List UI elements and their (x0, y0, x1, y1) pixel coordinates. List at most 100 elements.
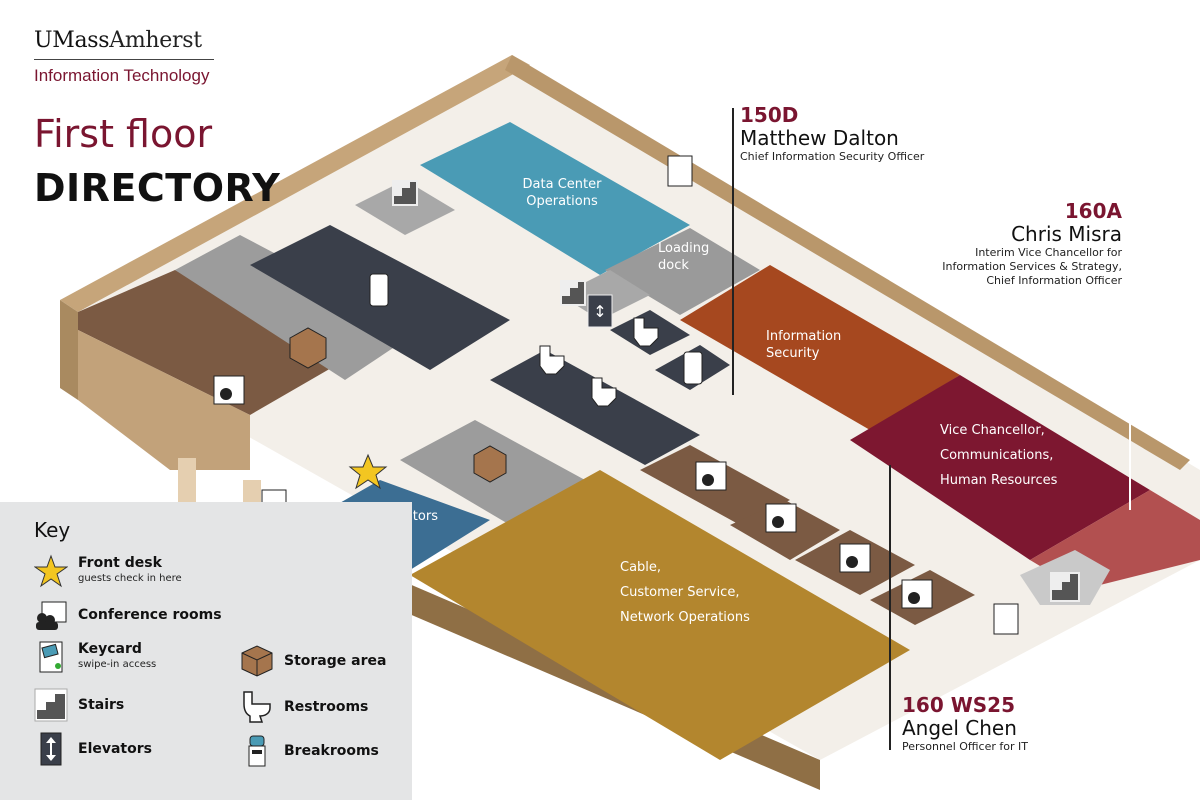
callout-160ws25-room: 160 WS25 (902, 693, 1016, 717)
outer-wall-north (60, 55, 530, 312)
legend-label-front-desk: Front desk guests check in here (78, 556, 182, 586)
legend-item-conference: Conference rooms (34, 598, 222, 632)
label-cable-line3: Network Operations (620, 610, 750, 625)
storage-box-icon (473, 445, 507, 483)
room-data-center (420, 122, 690, 275)
legend-label-breakrooms: Breakrooms (284, 742, 379, 759)
conference-room-icon (36, 601, 67, 630)
legend-label-keycard: Keycard swipe-in access (78, 642, 156, 672)
outer-wall-west (60, 300, 78, 400)
stairs-icon (34, 688, 68, 722)
legend-label-conference: Conference rooms (78, 606, 222, 623)
legend-item-restrooms: Restrooms (240, 690, 368, 724)
brand-name-part2: Amherst (109, 28, 202, 53)
room-west-conference (78, 270, 345, 415)
toilet-icon (633, 317, 659, 347)
label-cable-line1: Cable, (620, 560, 662, 575)
svg-text:↕: ↕ (593, 302, 606, 321)
water-cooler-icon (683, 351, 703, 385)
storage-box-icon (241, 645, 273, 677)
brand-block: UMassAmherst Information Technology (34, 28, 214, 86)
conference-room-icon (213, 375, 245, 405)
label-data-center-line2: Operations (526, 194, 598, 209)
label-vice-chancellor-line2: Communications, (940, 448, 1054, 463)
label-data-center-line1: Data Center (522, 177, 602, 192)
legend-label-storage: Storage area (284, 652, 387, 669)
legend-front-desk-sub: guests check in here (78, 573, 182, 584)
legend-item-storage: Storage area (240, 644, 386, 678)
brand-subtitle: Information Technology (34, 66, 210, 85)
keycard-icon (667, 155, 693, 187)
room-cable (410, 470, 910, 760)
legend-item-elevators: Elevators (34, 732, 152, 766)
room-west-tan (78, 330, 250, 470)
stairs-icon (560, 280, 586, 306)
label-loading-dock-line2: dock (658, 258, 689, 273)
room-gray-storage (175, 235, 420, 380)
legend-item-breakrooms: Breakrooms (240, 734, 379, 768)
front-desk-star-icon (348, 453, 388, 490)
legend-keycard-sub: swipe-in access (78, 659, 157, 670)
legend-front-desk-text: Front desk (78, 555, 162, 571)
label-information-security: Information Security (766, 328, 841, 362)
legend-keycard-text: Keycard (78, 641, 142, 657)
legend-title: Key (34, 518, 71, 542)
label-information-security-line1: Information (766, 329, 842, 344)
label-loading-dock: Loading dock (658, 240, 709, 274)
water-cooler-icon (248, 735, 266, 767)
room-vice-chancellor (850, 375, 1150, 560)
callout-160ws25-person: Angel Chen (902, 716, 1017, 740)
label-cable-line2: Customer Service, (620, 585, 740, 600)
brand-name: UMassAmherst (34, 28, 214, 53)
label-cable: Cable, Customer Service, Network Operati… (620, 555, 750, 630)
elevator-icon: ↕ (587, 294, 613, 328)
conference-room-icon (901, 579, 933, 609)
legend-item-front-desk: Front desk guests check in here (34, 554, 182, 588)
toilet-icon (243, 691, 271, 723)
callout-160a-person: Chris Misra (1011, 222, 1122, 246)
label-data-center: Data Center Operations (512, 176, 612, 210)
toilet-icon (591, 377, 617, 407)
star-icon (34, 554, 68, 588)
label-vice-chancellor-line1: Vice Chancellor, (940, 423, 1045, 438)
callout-150d-room: 150D (740, 103, 799, 127)
callout-160a: 160A Chris Misra Interim Vice Chancellor… (940, 200, 1122, 288)
callout-160ws25: 160 WS25 Angel Chen Personnel Officer fo… (902, 694, 1028, 754)
stairs-icon (392, 180, 418, 206)
legend-label-elevators: Elevators (78, 740, 152, 757)
label-information-security-line2: Security (766, 346, 820, 361)
callout-160a-room: 160A (1064, 199, 1122, 223)
toilet-icon (539, 345, 565, 375)
label-vice-chancellor-line3: Human Resources (940, 473, 1058, 488)
page-title-line2: DIRECTORY (34, 166, 281, 210)
legend-item-keycard: Keycard swipe-in access (34, 640, 156, 674)
brand-name-part1: UMass (34, 28, 110, 53)
stairs-icon (1050, 572, 1080, 602)
storage-box-icon (289, 327, 327, 369)
water-cooler-icon (369, 273, 389, 307)
callout-150d-role: Chief Information Security Officer (740, 150, 925, 163)
elevator-icon (40, 732, 62, 766)
keycard-icon (39, 641, 63, 673)
callout-150d-person: Matthew Dalton (740, 126, 899, 150)
conference-room-icon (695, 461, 727, 491)
label-loading-dock-line1: Loading (658, 241, 710, 256)
legend-item-stairs: Stairs (34, 688, 124, 722)
callout-160ws25-role: Personnel Officer for IT (902, 740, 1028, 753)
callout-160a-role-line3: Chief Information Officer (986, 274, 1122, 287)
brand-divider (34, 59, 214, 60)
callout-160a-role-line1: Interim Vice Chancellor for (975, 246, 1122, 259)
page-title-line1: First floor (34, 112, 213, 156)
conference-room-icon (765, 503, 797, 533)
room-information-security (680, 265, 960, 430)
room-restrooms-center (490, 350, 700, 465)
room-stairs-north (355, 180, 455, 235)
legend-panel: Key Front desk guests check in here Confe… (0, 502, 412, 800)
keycard-icon (993, 603, 1019, 635)
legend-label-stairs: Stairs (78, 696, 125, 713)
label-vice-chancellor: Vice Chancellor, Communications, Human R… (940, 418, 1057, 493)
callout-150d: 150D Matthew Dalton Chief Information Se… (740, 104, 924, 164)
legend-label-restrooms: Restrooms (284, 698, 369, 715)
callout-160a-role-line2: Information Services & Strategy, (942, 260, 1122, 273)
